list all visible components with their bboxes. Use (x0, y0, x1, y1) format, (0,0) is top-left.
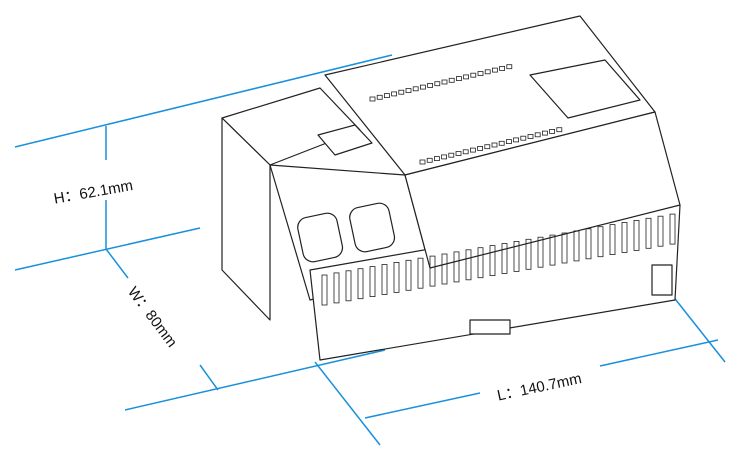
terminal-screw (448, 77, 455, 83)
port-left (297, 212, 344, 263)
vent-slot (405, 259, 412, 291)
display-window (529, 59, 641, 119)
connector-cap (317, 124, 373, 156)
vent-slot (657, 215, 664, 247)
terminal-screw (441, 79, 448, 85)
height-top-extension (14, 54, 393, 148)
terminal-screw (462, 149, 469, 155)
vent-slot (573, 230, 580, 262)
terminal-screw (513, 137, 519, 143)
length-right-extension (671, 294, 726, 363)
terminal-screw (398, 89, 405, 95)
width-bottom-extension (124, 349, 386, 411)
terminal-screw (534, 132, 541, 138)
width-line-top (105, 248, 129, 279)
terminal-screw (505, 139, 512, 145)
length-left-extension (314, 361, 381, 446)
terminal-screw (434, 81, 441, 87)
terminal-screw (470, 72, 477, 78)
vent-slot (393, 261, 400, 293)
vent-slot (597, 226, 604, 258)
terminal-rows (369, 64, 563, 165)
vent-slot (333, 272, 340, 304)
length-line-right (599, 339, 719, 367)
terminal-screw (498, 140, 505, 146)
terminal-screw (463, 74, 470, 80)
terminal-screw (542, 130, 548, 136)
vent-slot (513, 240, 520, 272)
terminal-screw (405, 88, 412, 93)
vent-slot (585, 228, 592, 260)
plc-right-side (404, 111, 681, 269)
vent-slot (357, 268, 364, 300)
height-label: H： (52, 186, 81, 208)
terminal-screw (419, 84, 426, 90)
dimension-lines (14, 54, 726, 446)
terminal-screw (499, 66, 506, 71)
terminal-screw (477, 71, 484, 76)
terminal-screw (412, 86, 419, 92)
vent-slot (369, 266, 376, 298)
terminal-screw (477, 145, 484, 151)
terminal-screw (527, 134, 534, 139)
vent-slot (429, 255, 436, 287)
terminal-screw (427, 83, 434, 88)
terminal-screw (549, 128, 555, 134)
terminal-screw (455, 76, 462, 81)
terminal-screw (556, 127, 563, 133)
vent-slot (525, 238, 532, 270)
terminal-screw (376, 94, 383, 100)
terminal-screw (383, 93, 390, 98)
vent-slot (645, 217, 652, 249)
vent-slot (549, 234, 556, 266)
width-line-bottom (199, 364, 219, 391)
vent-slot (669, 213, 676, 245)
vent-slot (417, 257, 424, 289)
vent-slot (537, 236, 544, 268)
vent-slot (633, 219, 640, 251)
vent-slot (465, 249, 472, 281)
vent-slot (609, 224, 616, 256)
terminal-screw (426, 157, 433, 163)
terminal-screw (433, 156, 440, 162)
terminal-screw (448, 152, 455, 158)
terminal-screw (484, 69, 491, 75)
terminal-screw (455, 151, 462, 156)
port-right (349, 202, 396, 253)
vent-slot (621, 222, 628, 253)
terminal-screw (419, 159, 426, 165)
vent-slot (321, 274, 328, 306)
vent-slot (441, 253, 448, 285)
vent-slot (477, 247, 484, 279)
mount-foot (651, 264, 673, 296)
vent-slot (501, 243, 508, 274)
terminal-screw (506, 64, 513, 70)
terminal-screw (441, 154, 448, 160)
terminal-screw (520, 135, 527, 141)
plc-left-side (221, 117, 271, 321)
terminal-screw (491, 142, 498, 148)
terminal-screw (484, 144, 491, 150)
vent-slot (561, 232, 568, 264)
vent-slot (381, 264, 388, 295)
length-line-left (364, 392, 481, 419)
vent-slot (453, 251, 460, 283)
height-bottom-extension (14, 227, 201, 271)
terminal-screw (469, 147, 476, 153)
terminal-screw (491, 67, 498, 73)
din-clip (469, 319, 511, 335)
plc-outline (221, 15, 681, 361)
terminal-screw (391, 91, 398, 97)
vent-slot (489, 245, 496, 277)
vent-slot (345, 270, 352, 302)
terminal-screw (369, 96, 376, 102)
vent-slots (321, 213, 676, 306)
